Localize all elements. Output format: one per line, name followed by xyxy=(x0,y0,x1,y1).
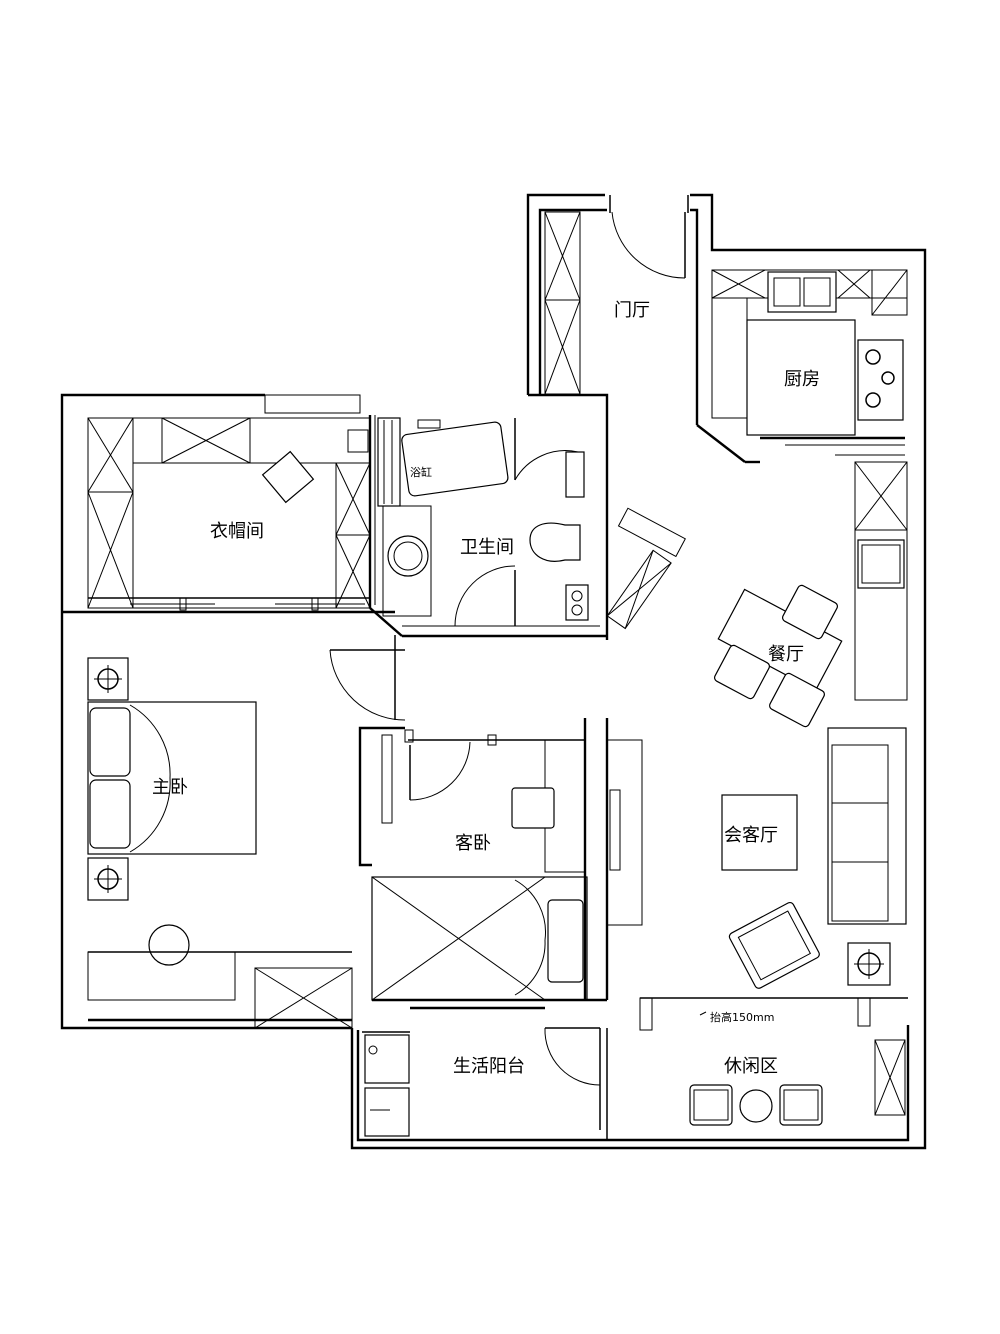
bathroom-area: 浴缸 卫生间 xyxy=(368,415,607,638)
label-leisure: 休闲区 xyxy=(724,1056,778,1077)
label-dining: 餐厅 xyxy=(768,644,804,665)
leisure-area: 休闲区 xyxy=(689,1039,906,1126)
outer-walls xyxy=(60,193,927,1150)
guest-bedroom-area: 客卧 xyxy=(358,718,643,1010)
label-guest-bedroom: 客卧 xyxy=(455,833,491,854)
cloakroom-area: 衣帽间 xyxy=(87,394,371,611)
label-cloakroom: 衣帽间 xyxy=(210,521,264,542)
label-living: 会客厅 xyxy=(724,825,778,846)
dining-area: 餐厅 xyxy=(713,584,843,728)
angled-door xyxy=(606,507,686,630)
master-bedroom-area: 主卧 xyxy=(62,610,406,1029)
right-cabinets xyxy=(854,461,908,701)
living-area: 会客厅 抬高150mm xyxy=(639,727,908,1031)
label-balcony: 生活阳台 xyxy=(453,1056,525,1077)
label-bathtub: 浴缸 xyxy=(410,465,432,479)
entrance-area: 门厅 xyxy=(544,195,689,395)
annotation-raised: 抬高150mm xyxy=(710,1010,774,1024)
label-bathroom: 卫生间 xyxy=(460,537,514,558)
kitchen-area: 厨房 xyxy=(696,269,908,464)
balcony-area: 生活阳台 xyxy=(362,1027,608,1140)
label-kitchen: 厨房 xyxy=(784,369,820,390)
label-master-bedroom: 主卧 xyxy=(152,777,188,798)
label-entrance: 门厅 xyxy=(614,300,650,321)
